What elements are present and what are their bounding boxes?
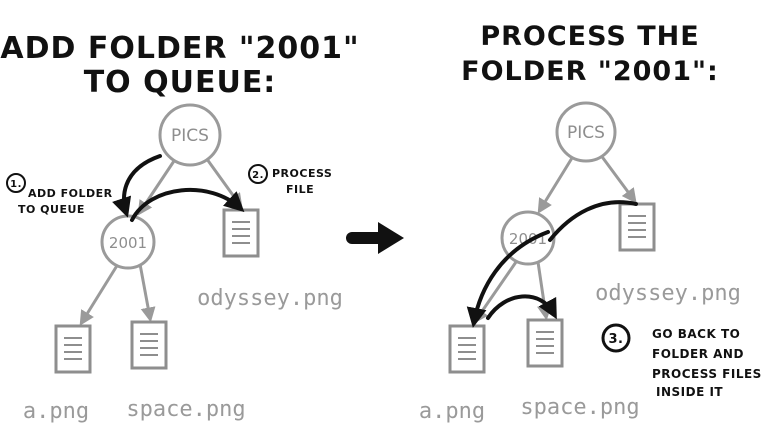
right-pics-node: [555, 101, 617, 163]
step2-line2: FILE: [286, 183, 314, 196]
a-file-label: a.png: [23, 399, 89, 424]
step1-line2: TO QUEUE: [18, 203, 85, 216]
space-file-icon: [130, 320, 168, 370]
right-space-file-label: space.png: [520, 395, 639, 420]
transition-arrow-head: [378, 222, 404, 254]
odyssey-file-label: odyssey.png: [197, 286, 343, 311]
left-panel: ADD FOLDER "2001" TO QUEUE: PICS 2001 od…: [0, 31, 359, 424]
left-title-line1: ADD FOLDER "2001": [0, 31, 359, 66]
right-odyssey-file-label: odyssey.png: [595, 281, 741, 306]
step3-line1: GO BACK TO: [652, 327, 740, 341]
edge-2001-a: [79, 262, 120, 326]
step2-line1: PROCESS: [272, 167, 332, 180]
step3-line4: INSIDE IT: [656, 385, 723, 399]
step3-line3: PROCESS FILES: [652, 367, 762, 381]
right-panel: PROCESS THE FOLDER "2001": PICS 2001 ody…: [419, 21, 762, 424]
odyssey-file-icon: [222, 208, 260, 258]
edge-right-2001-space: [536, 260, 552, 321]
step2-badge: [248, 164, 268, 184]
right-space-file-icon: [526, 318, 564, 368]
edge-right-pics-2001: [537, 156, 574, 214]
left-title-line2: TO QUEUE:: [84, 65, 277, 100]
right-pics-node-label: PICS: [567, 123, 605, 143]
pics-node: [158, 103, 222, 167]
step1-line1: ADD FOLDER: [28, 187, 113, 200]
arrow-back-to-folder: [548, 200, 638, 242]
right-title-line1: PROCESS THE: [480, 21, 699, 52]
arrow-process-a: [466, 230, 550, 328]
right-a-file-label: a.png: [419, 399, 485, 424]
folder-2001-label: 2001: [109, 234, 147, 252]
space-file-label: space.png: [126, 397, 245, 422]
a-file-icon: [54, 324, 92, 374]
step2-number: 2.: [252, 170, 264, 181]
arrow-process-space: [486, 294, 557, 320]
step3-number: 3.: [609, 332, 624, 347]
arrow-add-folder: [112, 154, 162, 218]
right-odyssey-file-icon: [618, 202, 656, 252]
step3-badge: [601, 323, 631, 353]
arrow-process-file: [130, 187, 245, 222]
edge-right-pics-odyssey: [598, 152, 637, 204]
step3-line2: FOLDER AND: [652, 347, 744, 361]
step1-number: 1.: [10, 179, 22, 190]
pics-node-label: PICS: [171, 126, 209, 146]
step1-badge: [6, 173, 26, 193]
edge-2001-space: [138, 262, 156, 323]
right-a-file-icon: [448, 324, 486, 374]
right-title-line2: FOLDER "2001":: [461, 56, 719, 87]
